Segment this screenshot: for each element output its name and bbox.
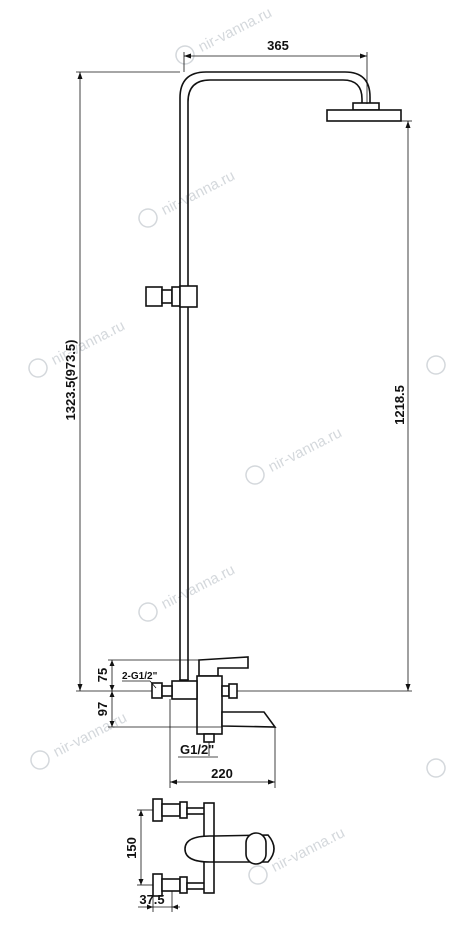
dim-total-label: 1323.5(973.5) (63, 340, 78, 421)
dimension-lines (76, 52, 412, 912)
watermark-text: nir-vanna.ru (159, 561, 238, 612)
top-handle-cap (245, 832, 267, 865)
dim-97-label: 97 (95, 702, 110, 716)
watermarks: nir-vanna.ru nir-vanna.ru nir-vanna.ru n… (28, 4, 446, 885)
dim-220-label: 220 (211, 766, 233, 781)
watermark-text: nir-vanna.ru (51, 709, 130, 760)
riser-pipe-inner (187, 79, 363, 680)
dim-head-label: 1218.5 (392, 385, 407, 425)
shower-column (145, 71, 402, 680)
dim-outlet-thread-label: G1/2" (180, 742, 214, 757)
riser-pipe-outer (179, 71, 371, 680)
watermark-logo-icon (138, 208, 158, 228)
dim-150-label: 150 (124, 837, 139, 859)
diverter-knob (228, 683, 238, 699)
dim-365-label: 365 (267, 38, 289, 53)
watermark-text: nir-vanna.ru (269, 824, 348, 875)
mixer-body (196, 675, 223, 735)
watermark-2: nir-vanna.ru (138, 167, 238, 228)
inlet-arm (171, 680, 198, 700)
watermark-9 (426, 758, 446, 778)
bracket-nut (171, 286, 181, 307)
dim-37-label: 37.5 (139, 892, 164, 907)
top-inlet-pipe-1 (161, 803, 181, 817)
bracket-arm (161, 289, 173, 304)
watermark-logo-icon (426, 758, 446, 778)
top-inlet-fitting-1 (179, 801, 188, 819)
watermark-logo-icon (138, 602, 158, 622)
watermark-6: nir-vanna.ru (30, 709, 130, 770)
bracket-wall-plate (145, 286, 163, 307)
bracket-clamp (179, 285, 198, 308)
watermark-logo-icon (175, 45, 195, 65)
watermark-logo-icon (426, 355, 446, 375)
bath-spout (221, 711, 277, 728)
wall-bracket (145, 285, 198, 308)
dim-75-label: 75 (95, 668, 110, 682)
watermark-8 (426, 355, 446, 375)
watermark-text: nir-vanna.ru (159, 167, 238, 218)
dimension-labels: 365 1323.5(973.5) 1218.5 75 97 2-G1/2" G… (63, 38, 407, 907)
watermark-logo-icon (245, 465, 265, 485)
watermark-logo-icon (248, 865, 268, 885)
diverter-stem (221, 685, 230, 697)
top-inlet-fitting-2 (179, 876, 188, 894)
watermark-text: nir-vanna.ru (196, 4, 275, 55)
watermark-logo-icon (30, 750, 50, 770)
dim-inlet-thread-label: 2-G1/2" (122, 671, 158, 682)
watermark-5: nir-vanna.ru (138, 561, 238, 622)
mixer-handle (198, 656, 249, 677)
watermark-text: nir-vanna.ru (266, 424, 345, 475)
top-valve (184, 835, 215, 863)
watermark-1: nir-vanna.ru (175, 4, 275, 65)
inlet-eccentric-pipe (161, 685, 173, 697)
shower-head-connector (352, 102, 380, 111)
top-inlet-pipe-2 (161, 878, 181, 892)
shower-head (326, 109, 402, 122)
hose-outlet (203, 733, 215, 743)
watermark-text: nir-vanna.ru (49, 317, 128, 368)
watermark-4: nir-vanna.ru (245, 424, 345, 485)
dim-inlet-thread-leader (149, 680, 157, 689)
mixer-top-view (152, 798, 275, 897)
top-inlet-nut-1 (152, 798, 163, 822)
mixer-front-view (151, 656, 277, 756)
watermark-logo-icon (28, 358, 48, 378)
